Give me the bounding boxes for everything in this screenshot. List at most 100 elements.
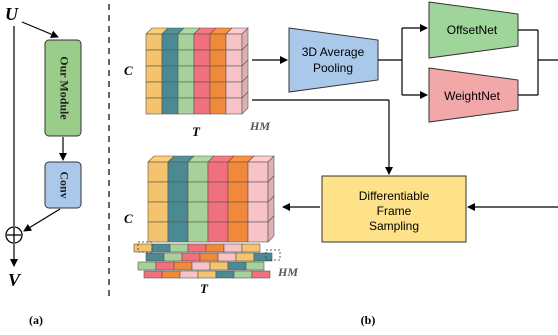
avg-pooling-label-line2: Pooling <box>313 61 353 75</box>
weightnet-block <box>428 67 519 123</box>
sampled-brick-2-4 <box>209 261 229 271</box>
input-tensor-frame-5-cell-4 <box>225 97 243 115</box>
sampled-brick-0-0 <box>133 243 153 253</box>
sampled-brick-2-1 <box>155 261 175 271</box>
output-tensor-frame-2-cell-1 <box>187 181 209 203</box>
input-tensor-frame-1-cell-1 <box>161 49 179 67</box>
sampled-brick-0-2 <box>169 243 189 253</box>
sampled-brick-3-4 <box>215 270 235 279</box>
panel-a-caption: (a) <box>29 313 43 327</box>
our-module-label: Our Module <box>57 56 71 120</box>
output-tensor-frame-0-cell-3 <box>147 221 169 243</box>
conv-block <box>44 161 82 209</box>
output-tensor-frame-0-cell-2 <box>147 201 169 223</box>
sampled-brick-2-6 <box>245 261 265 271</box>
input-tensor-frame-3-cell-2 <box>193 65 211 83</box>
output-tensor-frame-2-cell-0 <box>187 161 209 183</box>
output-tensor-frame-5-cell-2 <box>247 201 269 223</box>
input-tensor-frame-2-cell-3 <box>177 81 195 99</box>
frame-sampling-block <box>321 175 467 243</box>
output-tensor-frame-2-cell-3 <box>187 221 209 243</box>
sampled-brick-0-4 <box>205 243 225 253</box>
sampled-brick-1-2 <box>181 252 201 262</box>
input-tensor-frame-0-cell-3 <box>145 81 163 99</box>
sampled-brick-1-0 <box>145 252 165 262</box>
sampled-brick-0-6 <box>241 243 261 253</box>
input-tensor-frame-1-cell-3 <box>161 81 179 99</box>
output-tensor-frame-5-cell-1 <box>247 181 269 203</box>
output-tensor-frame-1-cell-2 <box>167 201 189 223</box>
sampled-brick-3-5 <box>233 270 253 279</box>
sampled-brick-0-3 <box>187 243 207 253</box>
input-tensor-frame-4-cell-1 <box>209 49 227 67</box>
frame-sampling-label-line3: Sampling <box>369 219 419 233</box>
sampled-brick-2-3 <box>191 261 211 271</box>
our-module-block <box>44 39 82 137</box>
output-tensor-frame-1-cell-3 <box>167 221 189 243</box>
offsetnet-label: OffsetNet <box>447 23 498 37</box>
output-tensor-frame-3-cell-1 <box>207 181 229 203</box>
output-tensor-frame-4-cell-0 <box>227 161 249 183</box>
output-tensor-c-label: C <box>124 211 133 226</box>
input-tensor-frame-1-cell-0 <box>161 33 179 51</box>
output-tensor-frame-1-cell-1 <box>167 181 189 203</box>
input-tensor-frame-5-cell-0 <box>225 33 243 51</box>
output-tensor-frame-3-cell-2 <box>207 201 229 223</box>
sampled-brick-3-2 <box>179 270 199 279</box>
sampled-brick-2-0 <box>137 261 157 271</box>
input-tensor-frame-4-cell-3 <box>209 81 227 99</box>
input-tensor-frame-0-cell-4 <box>145 97 163 115</box>
sampled-brick-1-6 <box>253 252 273 262</box>
sampled-brick-1-1 <box>163 252 183 262</box>
sampled-brick-1-5 <box>235 252 255 262</box>
input-tensor <box>145 27 249 115</box>
offsetnet-block <box>428 1 519 59</box>
output-tensor-frame-2-cell-2 <box>187 201 209 223</box>
input-tensor-frame-1-cell-4 <box>161 97 179 115</box>
output-tensor-frame-4-cell-2 <box>227 201 249 223</box>
sampled-brick-3-6 <box>251 270 271 279</box>
input-tensor-c-label: C <box>124 63 133 78</box>
sampled-brick-0-1 <box>151 243 171 253</box>
input-tensor-frame-4-cell-2 <box>209 65 227 83</box>
output-tensor-frame-3-cell-0 <box>207 161 229 183</box>
output-tensor-hm-label: HM <box>277 265 298 279</box>
weightnet-label: WeightNet <box>444 89 500 103</box>
input-tensor-frame-3-cell-3 <box>193 81 211 99</box>
output-symbol-v: V <box>8 270 22 290</box>
avg-pooling-block <box>288 27 379 93</box>
sampled-brick-1-3 <box>199 252 219 262</box>
output-tensor-frame-5-cell-0 <box>247 161 269 183</box>
output-tensor-frame-3-cell-3 <box>207 221 229 243</box>
input-tensor-frame-5-cell-3 <box>225 81 243 99</box>
sampled-brick-3-0 <box>143 270 163 279</box>
input-tensor-frame-3-cell-0 <box>193 33 211 51</box>
output-tensor-frame-5-cell-3 <box>247 221 269 243</box>
output-tensor-side-cell-3 <box>267 215 275 243</box>
sampled-brick-3-3 <box>197 270 217 279</box>
input-to-module-arrow <box>21 21 59 38</box>
input-tensor-frame-4-cell-0 <box>209 33 227 51</box>
panel-a: U V Our Module Conv (a) <box>5 4 82 327</box>
sampled-brick-1-4 <box>217 252 237 262</box>
frame-sampling-label-line1: Differentiable <box>359 189 430 203</box>
output-tensor-frame-0-cell-1 <box>147 181 169 203</box>
input-tensor-frame-4-cell-4 <box>209 97 227 115</box>
sampled-brick-2-2 <box>173 261 193 271</box>
sampled-brick-3-1 <box>161 270 181 279</box>
output-tensor-frame-4-cell-1 <box>227 181 249 203</box>
conv-label: Conv <box>57 171 71 198</box>
input-tensor-hm-label: HM <box>249 119 270 133</box>
output-tensor-t-label: T <box>200 281 209 296</box>
frame-sampling-label-line2: Frame <box>377 204 412 218</box>
input-tensor-frame-0-cell-2 <box>145 65 163 83</box>
output-tensor-frame-0-cell-0 <box>147 161 169 183</box>
input-tensor-frame-2-cell-2 <box>177 65 195 83</box>
avg-pooling-label-line1: 3D Average <box>302 45 365 59</box>
input-tensor-frame-3-cell-1 <box>193 49 211 67</box>
input-tensor-frame-0-cell-1 <box>145 49 163 67</box>
panel-b: C T HM 3D Average Pooling OffsetNet Weig… <box>124 1 558 327</box>
input-tensor-frame-5-cell-2 <box>225 65 243 83</box>
